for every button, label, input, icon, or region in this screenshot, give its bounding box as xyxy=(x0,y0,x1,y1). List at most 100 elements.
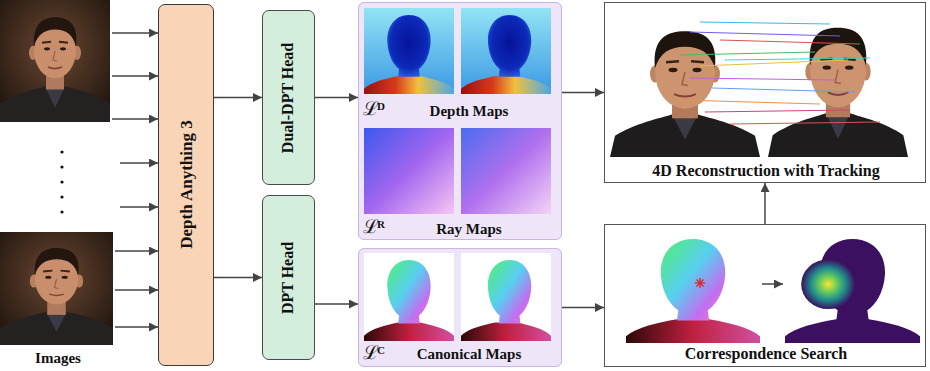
text-holder: Ray Maps xyxy=(389,220,549,238)
face-render xyxy=(610,31,760,157)
canonical-map xyxy=(626,230,760,343)
panel-ground xyxy=(358,2,562,240)
track-line xyxy=(700,22,830,24)
input-arrow xyxy=(115,250,158,252)
query-star xyxy=(697,280,704,287)
result-box: Correspondence Search xyxy=(604,224,926,367)
text-holder: Canonical Maps xyxy=(389,345,549,363)
track-line xyxy=(680,52,815,55)
ray-map xyxy=(364,128,454,214)
input-photo xyxy=(0,0,110,122)
input-arrow xyxy=(112,75,158,77)
flow-arrow xyxy=(214,97,262,99)
track-line xyxy=(712,88,855,92)
ellipsis-dots xyxy=(60,165,63,168)
input-photo xyxy=(0,232,113,345)
label-holder: ℒ xyxy=(363,217,379,237)
face-render xyxy=(768,28,908,157)
input-arrow xyxy=(115,289,158,291)
encoder-box: Depth Anything 3 xyxy=(158,4,214,366)
label-holder: ℒ xyxy=(363,343,379,363)
text-holder: Depth Anything 3 xyxy=(159,5,213,365)
input-arrow xyxy=(120,162,158,164)
loss-symbol: ℒ xyxy=(363,343,379,362)
node-label: Correspondence Search xyxy=(685,345,848,363)
canonical-map xyxy=(387,260,430,323)
heat-map xyxy=(785,319,920,343)
canonical-map xyxy=(364,253,454,341)
flow-arrow xyxy=(315,97,358,99)
canonical-map xyxy=(461,323,551,341)
input-arrow xyxy=(112,33,158,327)
ellipsis-dots xyxy=(60,150,63,213)
track-line xyxy=(680,22,880,124)
head-box: DPT Head xyxy=(262,195,315,360)
depth-map xyxy=(364,8,454,94)
depth-map xyxy=(461,8,551,94)
ray-map xyxy=(461,128,551,214)
panel-ground xyxy=(358,248,562,367)
input-photo xyxy=(0,232,113,345)
loss-superscript: D xyxy=(377,100,385,112)
heat-map xyxy=(785,230,920,343)
canonical-map xyxy=(364,253,454,341)
input-arrow xyxy=(120,206,158,208)
node-label: Depth Anything 3 xyxy=(176,121,195,249)
track-line xyxy=(690,32,840,36)
ellipsis-dots xyxy=(60,195,63,198)
node-label: Canonical Maps xyxy=(417,346,522,363)
depth-map xyxy=(461,76,551,94)
ellipsis-dots xyxy=(60,210,63,213)
flow-arrow xyxy=(562,92,604,94)
loss-symbol: ℒ xyxy=(363,99,379,118)
text-holder: Correspondence Search xyxy=(609,345,923,363)
canonical-map xyxy=(461,253,551,341)
label-holder: Images xyxy=(8,349,108,367)
input-arrow xyxy=(112,32,158,34)
flow-arrow xyxy=(315,303,358,305)
track-line xyxy=(690,78,835,80)
flow-arrow xyxy=(764,183,766,224)
canonical-map xyxy=(626,230,760,343)
column-label: Images xyxy=(35,350,81,367)
node-label: Dual-DPT Head xyxy=(280,42,298,152)
track-line xyxy=(680,100,820,104)
input-photo xyxy=(0,0,110,122)
loss-superscript: R xyxy=(377,218,385,230)
query-star xyxy=(697,280,704,287)
output-panel: Canonical Maps xyxy=(358,248,562,367)
canonical-map xyxy=(364,323,454,341)
track-line xyxy=(705,110,850,112)
step-arrow xyxy=(762,283,783,285)
canonical-map xyxy=(626,319,760,343)
text-holder: DPT Head xyxy=(263,196,314,359)
query-star xyxy=(695,278,705,288)
face-render xyxy=(610,31,760,157)
output-panel: Depth MapsRay Maps xyxy=(358,2,562,240)
depth-map xyxy=(488,15,531,77)
label-holder: C xyxy=(377,340,385,358)
canonical-map xyxy=(488,260,531,323)
ellipsis-dots xyxy=(60,150,63,153)
flow-arrow xyxy=(214,277,262,279)
text-holder: 4D Reconstruction with Tracking xyxy=(609,162,923,180)
label-holder: D xyxy=(377,96,385,114)
input-arrow xyxy=(112,118,158,120)
heat-map xyxy=(801,259,855,309)
result-box: 4D Reconstruction with Tracking xyxy=(604,2,926,183)
heat-map xyxy=(785,230,920,343)
depth-map xyxy=(387,15,430,77)
label-holder: R xyxy=(377,214,385,232)
text-holder: Dual-DPT Head xyxy=(263,11,314,184)
depth-map xyxy=(364,8,454,94)
track-line xyxy=(700,60,848,66)
track-line xyxy=(730,122,880,124)
loss-symbol: ℒ xyxy=(363,217,379,236)
face-render xyxy=(768,28,908,157)
node-label: Ray Maps xyxy=(436,221,501,238)
canonical-map xyxy=(661,239,726,320)
head-box: Dual-DPT Head xyxy=(262,10,315,185)
